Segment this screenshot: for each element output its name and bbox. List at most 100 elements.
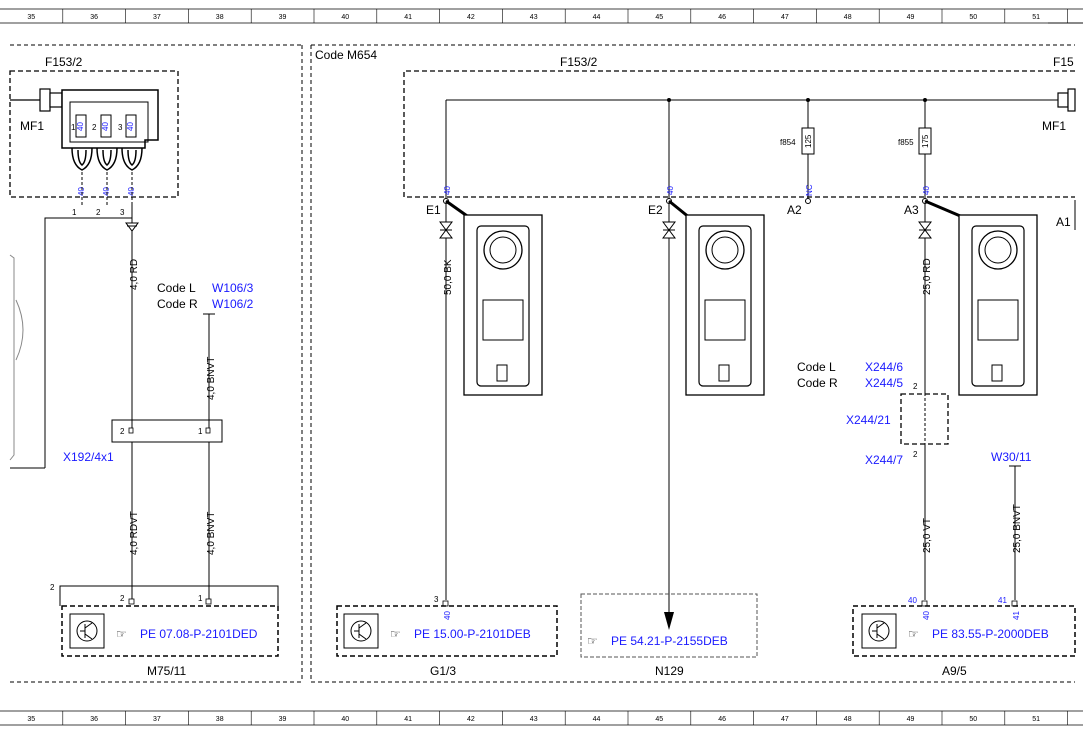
svg-text:1: 1: [198, 427, 203, 436]
grid-number: 51: [1032, 14, 1040, 21]
grid-number: 49: [907, 14, 915, 21]
component-ref-a9-5[interactable]: PE 83.55-P-2000DEB: [932, 627, 1049, 641]
grid-number: 45: [655, 14, 663, 21]
terminal-e1: E1: [426, 203, 441, 217]
component-ref-g1-3[interactable]: PE 15.00-P-2101DEB: [414, 627, 531, 641]
fuse-box-right-name-cut: F15: [1053, 55, 1074, 69]
grid-number: 41: [404, 716, 412, 723]
svg-text:40: 40: [443, 186, 452, 195]
grid-number: 44: [593, 716, 601, 723]
svg-text:3: 3: [434, 595, 439, 604]
grid-number: 48: [844, 14, 852, 21]
grid-number: 47: [781, 14, 789, 21]
fuse-f855-name: f855: [898, 138, 914, 147]
svg-text:40: 40: [102, 187, 111, 196]
svg-text:40: 40: [922, 611, 931, 620]
wire-4-0-rd: 4,0 RD: [125, 205, 140, 430]
component-a9-5: 40 41 40 41 ☞ PE 83.55-P-2000DEB A9/5: [852, 596, 1076, 678]
x244-connector-group: Code L Code R X244/6 X244/5 2 X244/21 2 …: [797, 360, 949, 467]
grid-number: 40: [341, 14, 349, 21]
grid-number: 43: [530, 14, 538, 21]
doc-icon: ☞: [390, 627, 401, 641]
grid-number: 43: [530, 716, 538, 723]
grid-number: 42: [467, 716, 475, 723]
svg-text:4,0 RD: 4,0 RD: [129, 259, 140, 290]
w106-3-label[interactable]: W106/3: [212, 281, 254, 295]
grid-number: 39: [279, 14, 287, 21]
svg-text:40: 40: [127, 187, 136, 196]
svg-text:40: 40: [922, 186, 931, 195]
wire-4-0-bnvt-bottom: 4,0 BNVT: [206, 512, 217, 555]
wire-e2-to-n129: [662, 204, 676, 630]
svg-text:40: 40: [666, 186, 675, 195]
svg-text:2: 2: [120, 427, 125, 436]
x244-7-label[interactable]: X244/7: [865, 453, 903, 467]
wire-4-0-rdvt: 4,0 RDVT: [129, 511, 140, 555]
grid-number: 46: [718, 14, 726, 21]
fuse-f854-value: 125: [804, 134, 813, 148]
svg-text:1: 1: [72, 208, 77, 217]
x244-21-label[interactable]: X244/21: [846, 413, 891, 427]
svg-text:1: 1: [71, 123, 76, 132]
fuse-f854-name: f854: [780, 138, 796, 147]
terminal-a2: A2: [787, 203, 802, 217]
grid-number: 38: [216, 716, 224, 723]
grid-number: 40: [341, 716, 349, 723]
svg-text:Code L: Code L: [797, 360, 836, 374]
fuse-box-left: F153/2 MF1 1 2 3 40 40 40 40: [9, 55, 179, 217]
wire-50-0-bk: 50,0 BK: [439, 204, 454, 600]
component-ref-m75-11[interactable]: PE 07.08-P-2101DED: [140, 627, 258, 641]
svg-text:40: 40: [77, 187, 86, 196]
svg-text:Code R: Code R: [797, 376, 838, 390]
svg-text:41: 41: [1012, 611, 1021, 620]
grid-number: 37: [153, 14, 161, 21]
section-code-label: Code M654: [315, 48, 377, 62]
grid-number: 50: [969, 716, 977, 723]
fuse-box-right: F153/2 F15 125 175 f854 f855 MF1 40 40 N…: [403, 55, 1076, 230]
grid-number: 42: [467, 14, 475, 21]
grid-number: 48: [844, 716, 852, 723]
svg-text:40: 40: [908, 596, 917, 605]
terminal-e2: E2: [648, 203, 663, 217]
battery-sensor-e1: [445, 199, 543, 396]
component-ref-n129[interactable]: PE 54.21-P-2155DEB: [611, 634, 728, 648]
x192-connector: 2 1 X192/4x1: [63, 419, 223, 464]
x244-5-label[interactable]: X244/5: [865, 376, 903, 390]
grid-number: 49: [907, 716, 915, 723]
svg-text:2: 2: [50, 583, 55, 592]
fuse-box-right-connector: MF1: [1042, 119, 1066, 133]
svg-text:40: 40: [101, 122, 110, 131]
grid-number: 35: [27, 716, 35, 723]
grid-number: 36: [90, 716, 98, 723]
wire-25-0-vt: 25,0 VT: [922, 518, 933, 553]
grid-number: 41: [404, 14, 412, 21]
grid-number: 45: [655, 716, 663, 723]
component-n129: ☞ PE 54.21-P-2155DEB N129: [580, 593, 758, 678]
x192-label[interactable]: X192/4x1: [63, 450, 114, 464]
component-name-g1-3: G1/3: [430, 664, 456, 678]
component-m75-11: 2 2 1 ☞ PE 07.08-P-2101DED M75/11: [50, 583, 279, 678]
terminal-a1: A1: [1056, 215, 1071, 229]
svg-text:NC: NC: [805, 184, 814, 196]
grid-number: 46: [718, 716, 726, 723]
x244-6-label[interactable]: X244/6: [865, 360, 903, 374]
wire-25-0-rd: 25,0 RD: [918, 204, 933, 393]
svg-text:2: 2: [92, 123, 97, 132]
wire-25-0-bnvt: 25,0 BNVT: [1012, 504, 1023, 553]
grid-number: 44: [593, 14, 601, 21]
grid-number: 51: [1032, 716, 1040, 723]
svg-text:25,0 RD: 25,0 RD: [922, 258, 933, 295]
svg-text:40: 40: [76, 122, 85, 131]
svg-text:4,0 BNVT: 4,0 BNVT: [206, 357, 217, 400]
svg-text:50,0 BK: 50,0 BK: [443, 259, 454, 295]
svg-text:2: 2: [913, 382, 918, 391]
battery-sensor-a3: [924, 199, 1038, 396]
fuse-box-right-name: F153/2: [560, 55, 598, 69]
svg-text:2: 2: [96, 208, 101, 217]
grid-number: 35: [27, 14, 35, 21]
right-section-frame: [310, 44, 1075, 683]
w30-11-label[interactable]: W30/11: [991, 450, 1032, 464]
w106-2-label[interactable]: W106/2: [212, 297, 254, 311]
grid-number: 36: [90, 14, 98, 21]
